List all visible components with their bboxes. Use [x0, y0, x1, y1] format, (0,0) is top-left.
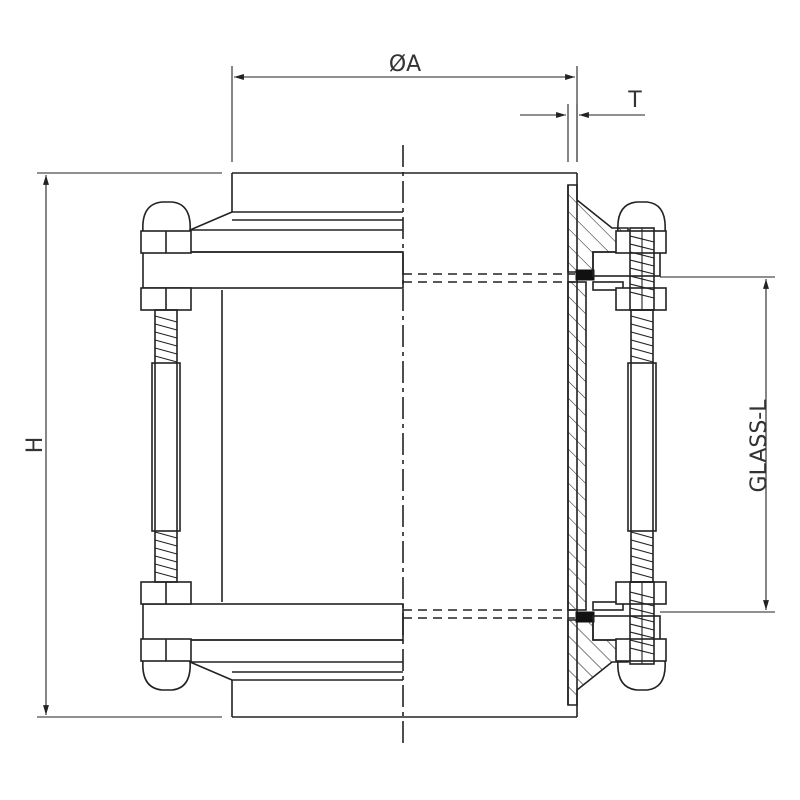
dimension-thickness-t: T: [520, 88, 645, 162]
top-flange-left: [140, 201, 404, 311]
top-clamp-section: [592, 251, 661, 291]
bottom-flange-section: [567, 619, 629, 706]
top-flange-section: [567, 184, 629, 273]
thickness-label: T: [627, 88, 642, 113]
tube-body: [221, 172, 578, 718]
diameter-label: ØA: [389, 52, 421, 77]
bottom-gasket: [575, 611, 595, 623]
dimension-diameter-a: ØA: [231, 52, 578, 162]
glass-length-label: GLASS-L: [747, 399, 772, 493]
glass-section: [567, 281, 587, 611]
bottom-flange-left: [140, 581, 404, 691]
right-bolt-top: [615, 201, 667, 311]
tie-rod-left: [151, 309, 181, 583]
top-gasket: [575, 269, 595, 281]
right-bolt-bottom: [615, 581, 667, 691]
height-label: H: [23, 437, 48, 454]
glass-hidden-outline: [403, 273, 575, 619]
dimension-glass-length: GLASS-L: [660, 276, 775, 613]
dimension-height-h: H: [23, 172, 222, 718]
tie-rod-right: [627, 309, 657, 583]
